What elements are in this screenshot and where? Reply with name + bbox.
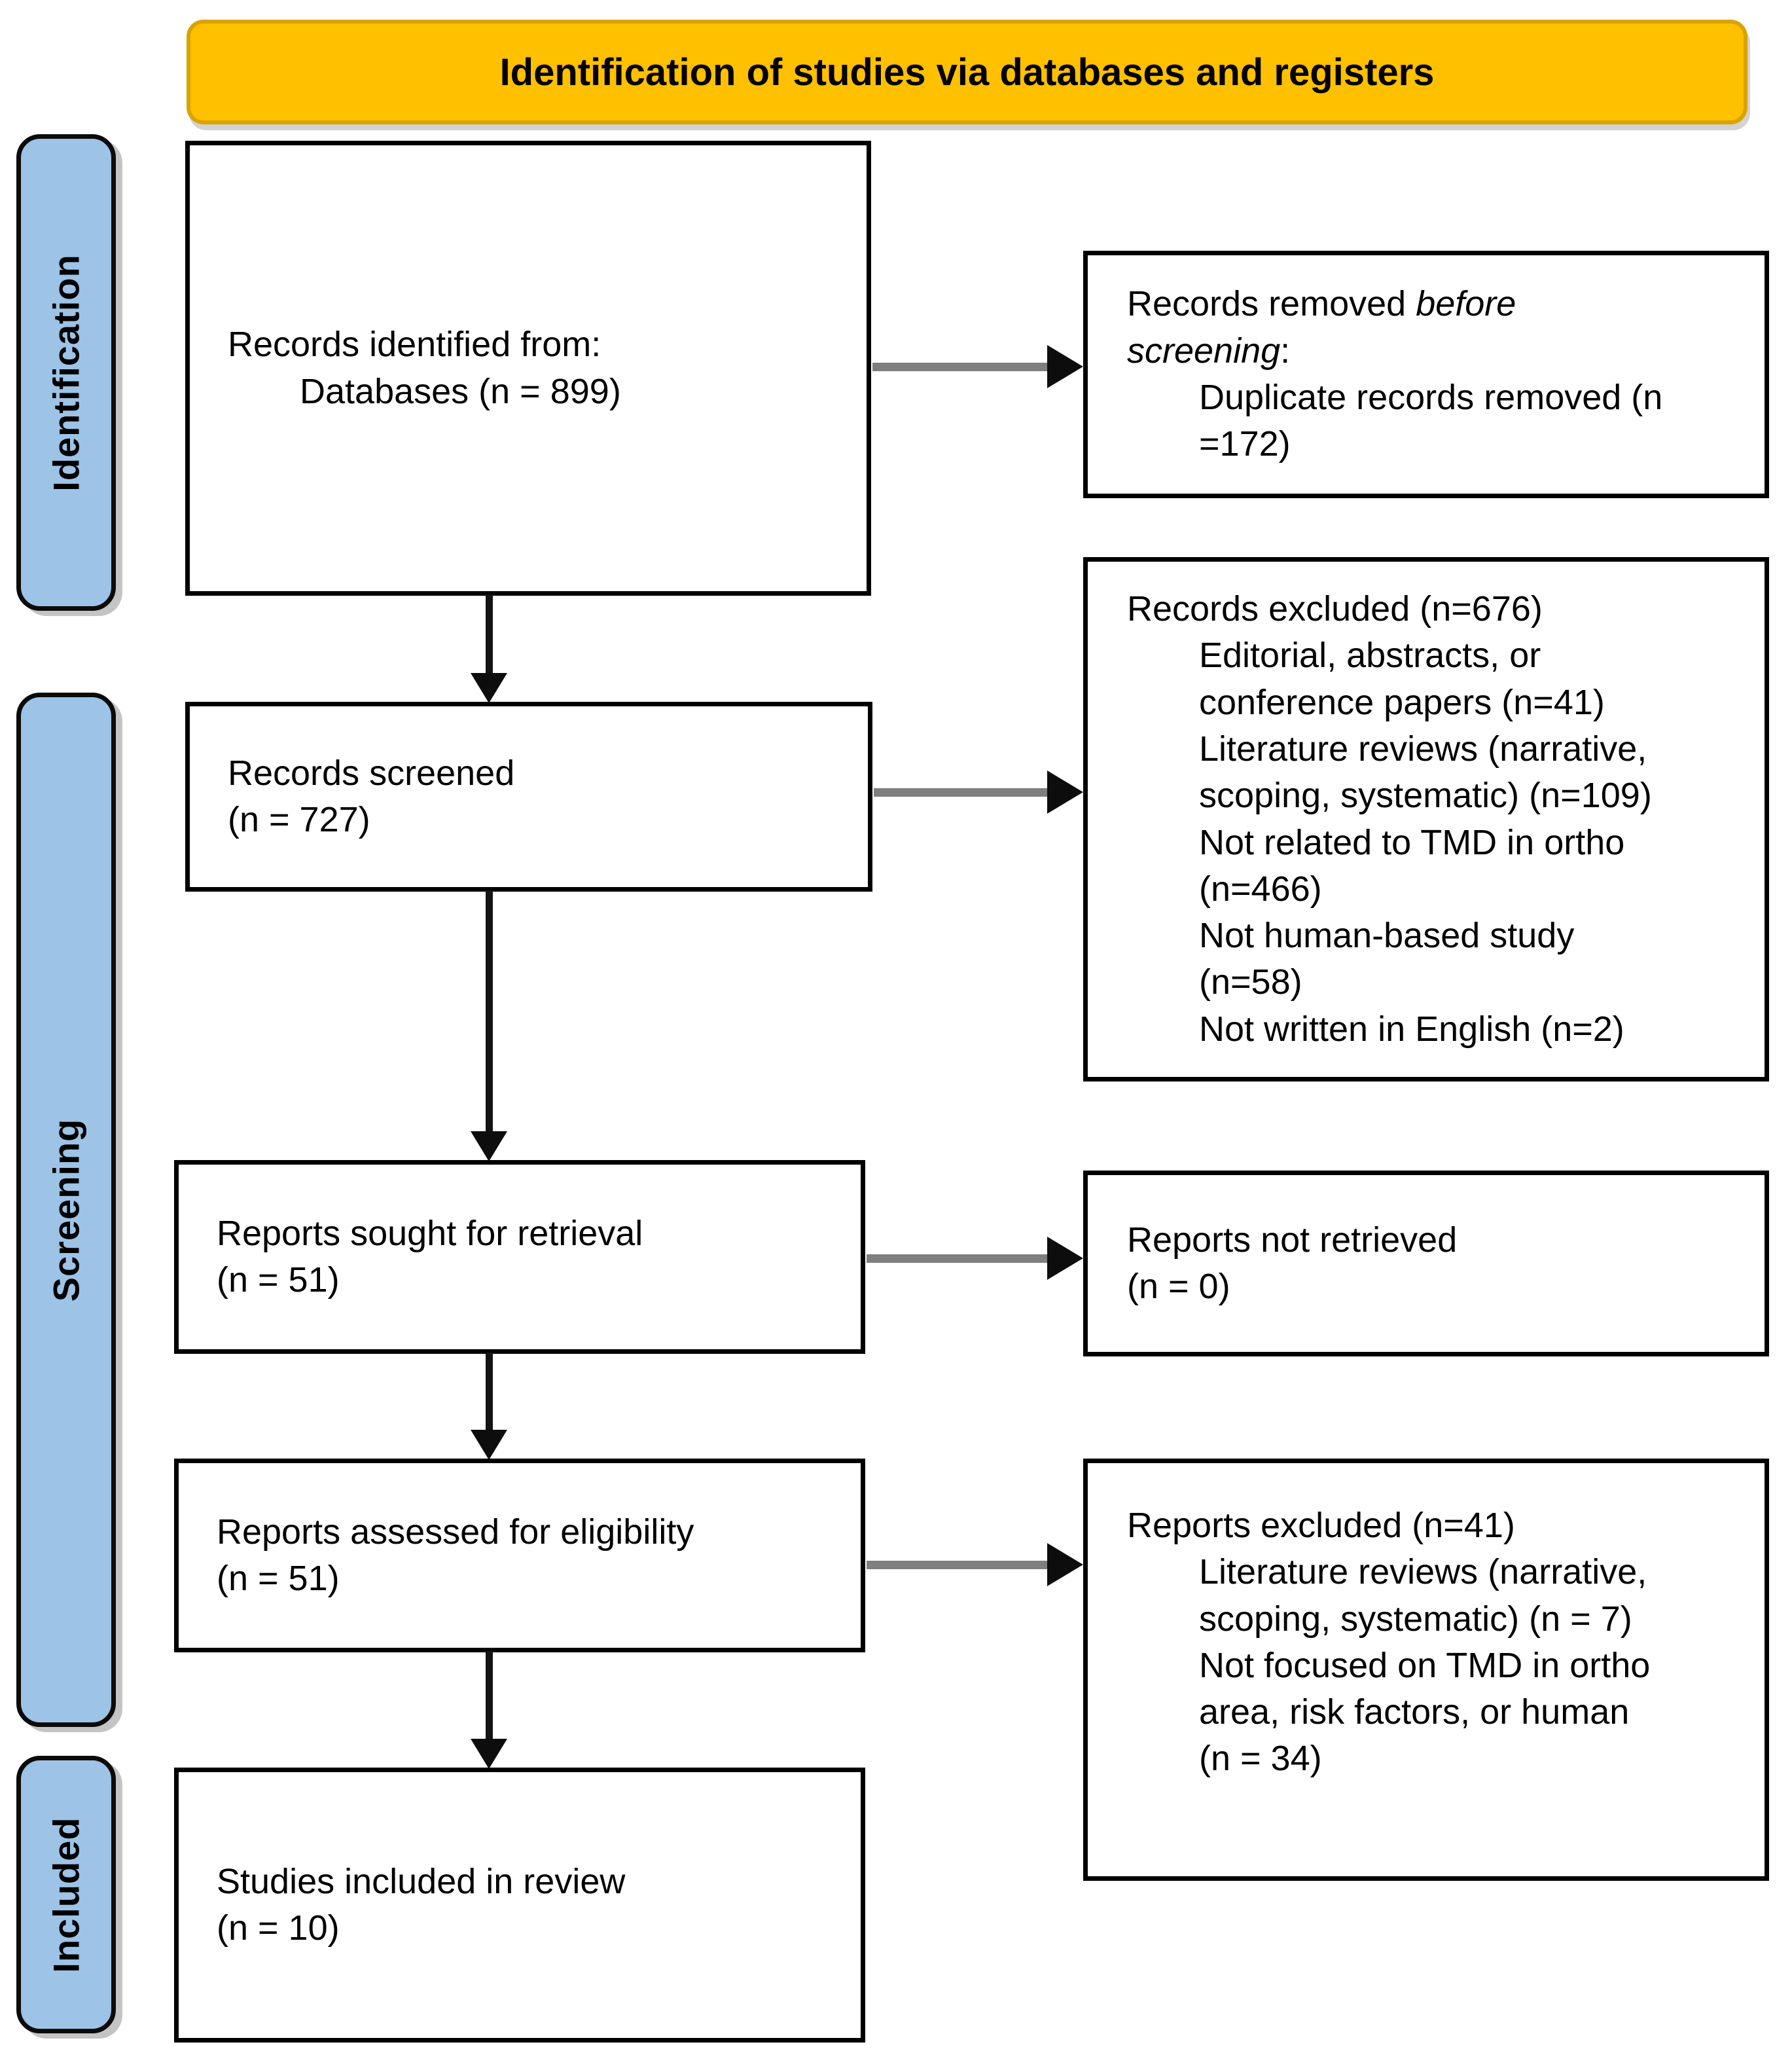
records-identified-line2: Databases (n = 899) bbox=[300, 371, 621, 411]
box-reports-assessed: Reports assessed for eligibility (n = 51… bbox=[174, 1459, 865, 1652]
arrow-right-head bbox=[1047, 771, 1083, 814]
arrow-screened-to-sought bbox=[471, 890, 507, 1161]
reports-excluded-title: Reports excluded (n=41) bbox=[1127, 1506, 1515, 1545]
reports-assessed-line2: (n = 51) bbox=[217, 1559, 340, 1598]
reports-not-retrieved-line2: (n = 0) bbox=[1127, 1267, 1230, 1306]
banner-title: Identification of studies via databases … bbox=[499, 50, 1435, 94]
box-reports-sought: Reports sought for retrieval (n = 51) bbox=[174, 1160, 865, 1354]
arrow-shaft bbox=[486, 594, 493, 677]
arrow-shaft bbox=[872, 363, 1050, 371]
reports-sought-line2: (n = 51) bbox=[217, 1260, 340, 1299]
arrow-shaft bbox=[874, 788, 1050, 797]
arrow-right-head bbox=[1047, 1543, 1083, 1586]
records-excluded-title: Records excluded (n=676) bbox=[1127, 589, 1543, 629]
records-excluded-item: Editorial, abstracts, or conference pape… bbox=[1199, 636, 1605, 722]
reports-excluded-item: Not focused on TMD in ortho area, risk f… bbox=[1199, 1645, 1651, 1779]
records-identified-line1: Records identified from: bbox=[228, 325, 601, 365]
reports-not-retrieved-line1: Reports not retrieved bbox=[1127, 1220, 1458, 1260]
box-records-excluded: Records excluded (n=676) Editorial, abst… bbox=[1083, 557, 1769, 1081]
box-reports-excluded: Reports excluded (n=41) Literature revie… bbox=[1083, 1459, 1769, 1881]
arrow-shaft bbox=[867, 1254, 1050, 1263]
records-excluded-item: Literature reviews (narrative, scoping, … bbox=[1199, 729, 1652, 816]
records-screened-line2: (n = 727) bbox=[228, 800, 370, 839]
box-studies-included: Studies included in review (n = 10) bbox=[174, 1768, 865, 2043]
arrow-identified-to-removed bbox=[872, 345, 1083, 388]
stage-identification-label: Identification bbox=[45, 253, 87, 492]
stage-screening: Screening bbox=[16, 693, 116, 1727]
arrow-right-head bbox=[1047, 1237, 1083, 1280]
arrow-sought-to-assessed bbox=[471, 1353, 507, 1460]
arrow-shaft bbox=[486, 890, 493, 1135]
arrow-screened-to-excluded bbox=[874, 771, 1083, 814]
arrow-shaft bbox=[486, 1651, 493, 1743]
arrow-down-head bbox=[471, 1131, 507, 1161]
records-excluded-item: Not human-based study (n=58) bbox=[1199, 916, 1575, 1002]
banner: Identification of studies via databases … bbox=[187, 20, 1747, 124]
arrow-shaft bbox=[486, 1353, 493, 1434]
arrow-identified-to-screened bbox=[471, 594, 507, 703]
arrow-shaft bbox=[867, 1561, 1050, 1569]
arrow-right-head bbox=[1047, 345, 1083, 388]
records-removed-title-post: : bbox=[1280, 331, 1291, 371]
box-records-screened: Records screened (n = 727) bbox=[185, 702, 872, 892]
arrow-down-head bbox=[471, 1430, 507, 1460]
records-removed-title-pre: Records removed bbox=[1127, 284, 1416, 324]
records-excluded-item: Not related to TMD in ortho (n=466) bbox=[1199, 822, 1625, 909]
arrow-sought-to-not-retrieved bbox=[867, 1237, 1083, 1280]
records-removed-title-italic: before screening bbox=[1127, 284, 1516, 371]
studies-included-line1: Studies included in review bbox=[217, 1861, 626, 1901]
arrow-down-head bbox=[471, 673, 507, 703]
box-records-removed: Records removed before screening: Duplic… bbox=[1083, 251, 1769, 498]
stage-identification: Identification bbox=[16, 134, 116, 611]
records-removed-title: Records removed before screening: bbox=[1127, 281, 1651, 374]
studies-included-line2: (n = 10) bbox=[217, 1908, 340, 1948]
records-removed-item-duplicates: Duplicate records removed (n =172) bbox=[1199, 378, 1663, 464]
box-reports-not-retrieved: Reports not retrieved (n = 0) bbox=[1083, 1171, 1769, 1356]
reports-excluded-item: Literature reviews (narrative, scoping, … bbox=[1199, 1552, 1647, 1639]
stage-included-label: Included bbox=[45, 1816, 87, 1973]
reports-sought-line1: Reports sought for retrieval bbox=[217, 1213, 643, 1253]
arrow-assessed-to-included bbox=[471, 1651, 507, 1769]
stage-screening-label: Screening bbox=[45, 1118, 87, 1301]
arrow-assessed-to-excluded bbox=[867, 1543, 1083, 1586]
arrow-down-head bbox=[471, 1739, 507, 1769]
stage-included: Included bbox=[16, 1756, 116, 2033]
box-records-identified: Records identified from: Databases (n = … bbox=[185, 141, 871, 596]
records-screened-line1: Records screened bbox=[228, 753, 515, 793]
records-excluded-item: Not written in English (n=2) bbox=[1199, 1009, 1624, 1049]
reports-assessed-line1: Reports assessed for eligibility bbox=[217, 1512, 694, 1552]
